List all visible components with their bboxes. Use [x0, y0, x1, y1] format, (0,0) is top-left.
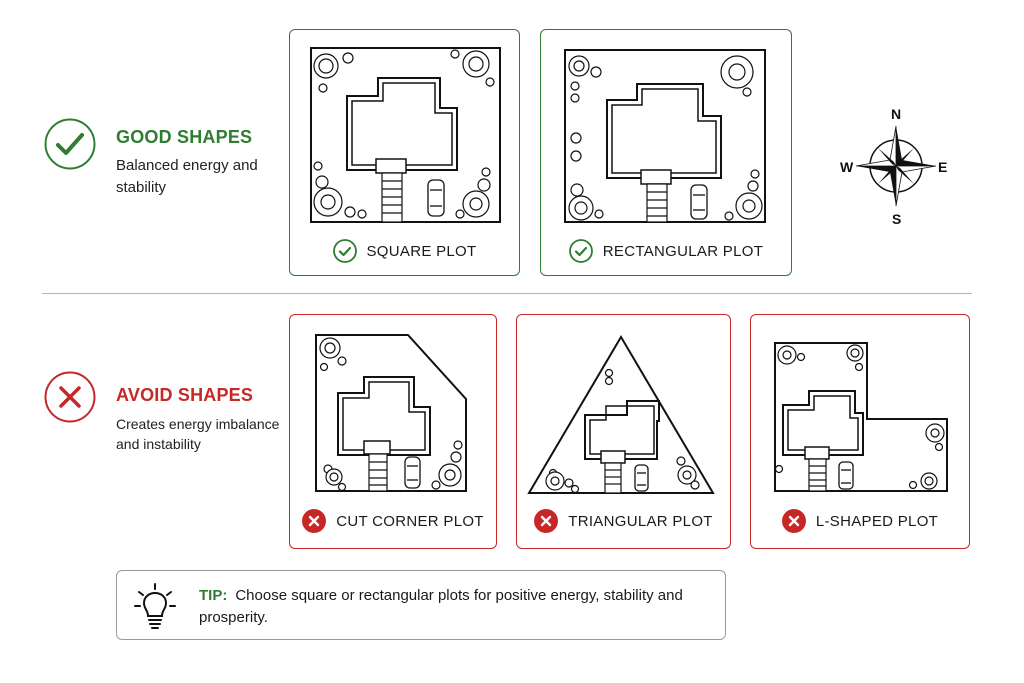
compass-north: N — [891, 106, 902, 122]
triangular-plot-card: TRIANGULAR PLOT — [516, 314, 731, 549]
x-badge-icon — [302, 509, 327, 533]
cut-corner-plot-label: CUT CORNER PLOT — [290, 508, 496, 534]
compass-south: S — [892, 211, 902, 227]
tip-label: TIP: — [199, 587, 228, 604]
good-check-icon — [44, 118, 96, 170]
rectangular-plot-label-text: RECTANGULAR PLOT — [602, 242, 764, 260]
avoid-shapes-title: AVOID SHAPES — [116, 385, 254, 405]
compass-rose: N S W E — [836, 104, 956, 228]
l-shaped-plot-drawing — [774, 342, 948, 492]
cut-corner-plot-drawing — [315, 334, 467, 492]
rectangular-plot-label: RECTANGULAR PLOT — [541, 238, 791, 264]
check-badge-icon — [568, 239, 593, 263]
square-plot-card: SQUARE PLOT — [289, 29, 520, 276]
tip-box: TIP:Choose square or rectangular plots f… — [116, 570, 726, 640]
square-plot-label-text: SQUARE PLOT — [366, 242, 477, 260]
rectangular-plot-drawing — [564, 49, 766, 223]
triangular-plot-drawing — [527, 335, 715, 494]
square-plot-drawing — [310, 47, 501, 223]
compass-east: E — [938, 159, 948, 175]
triangular-plot-label: TRIANGULAR PLOT — [517, 508, 730, 534]
section-divider — [42, 293, 972, 294]
tip-text: TIP:Choose square or rectangular plots f… — [199, 585, 709, 629]
rectangular-plot-card: RECTANGULAR PLOT — [540, 29, 792, 276]
avoid-shapes-description: Creates energy imbalance and instability — [116, 416, 280, 452]
triangular-plot-label-text: TRIANGULAR PLOT — [568, 512, 713, 530]
l-shaped-plot-label: L-SHAPED PLOT — [751, 508, 969, 534]
cut-corner-plot-card: CUT CORNER PLOT — [289, 314, 497, 549]
avoid-x-icon — [44, 371, 96, 423]
compass-rose-icon — [855, 125, 937, 207]
good-shapes-title: GOOD SHAPES — [116, 127, 253, 147]
check-badge-icon — [332, 239, 357, 263]
good-shapes-description: Balanced energy and stability — [116, 157, 258, 196]
lightbulb-icon — [134, 583, 176, 629]
l-shaped-plot-label-text: L-SHAPED PLOT — [815, 512, 939, 530]
x-badge-icon — [781, 509, 806, 533]
square-plot-label: SQUARE PLOT — [290, 238, 519, 264]
compass-west: W — [840, 159, 854, 175]
tip-message: Choose square or rectangular plots for p… — [199, 587, 683, 626]
x-badge-icon — [534, 509, 559, 533]
l-shaped-plot-card: L-SHAPED PLOT — [750, 314, 970, 549]
cut-corner-plot-label-text: CUT CORNER PLOT — [336, 512, 484, 530]
